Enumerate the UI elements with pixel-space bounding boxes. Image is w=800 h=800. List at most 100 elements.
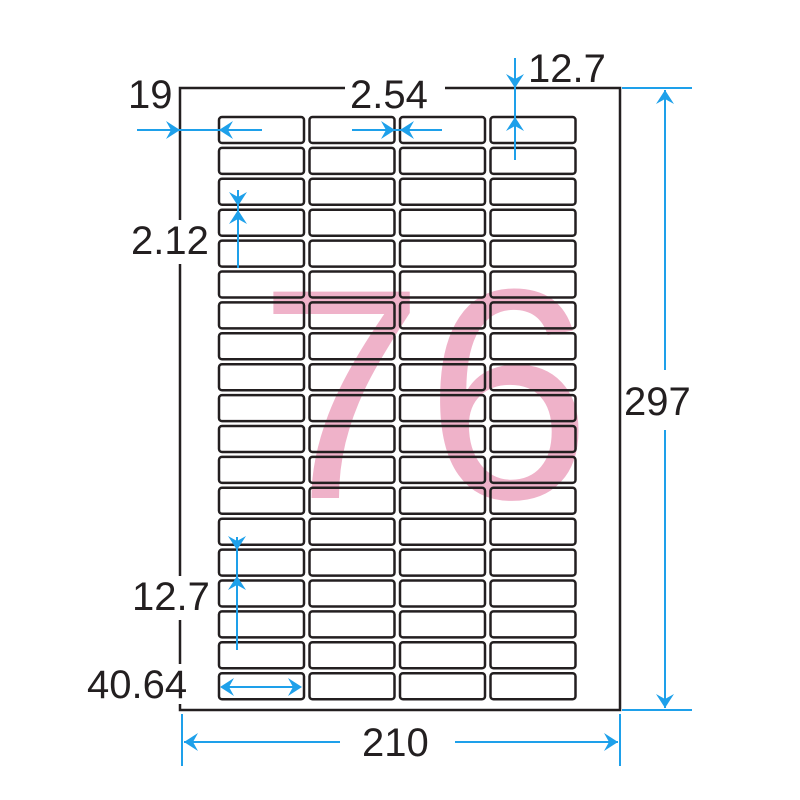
top-margin-label: 12.7 (528, 47, 606, 91)
arrowhead-icon (381, 121, 395, 139)
label-cell (308, 270, 396, 299)
label-cell (217, 146, 306, 176)
label-cell (398, 208, 487, 237)
label-cell (398, 455, 487, 485)
label-cell (308, 548, 396, 577)
label-cell (398, 641, 487, 670)
label-cell (398, 671, 487, 701)
sheet-height-label: 297 (624, 380, 691, 424)
column-gap-label: 2.54 (350, 73, 428, 117)
label-cell (489, 362, 577, 392)
label-cell (217, 671, 306, 701)
label-cell (308, 393, 396, 423)
left-margin-label: 19 (128, 73, 173, 117)
arrowhead-icon (219, 121, 233, 139)
label-cell (308, 239, 396, 268)
label-cell (308, 362, 396, 392)
label-cell (489, 332, 577, 361)
label-cell (489, 610, 577, 639)
label-cell (217, 332, 306, 361)
label-height-label: 12.7 (132, 575, 210, 619)
label-cell (489, 208, 577, 237)
label-cell (308, 208, 396, 237)
label-cell (489, 301, 577, 330)
label-cell (489, 548, 577, 577)
label-cell (398, 177, 487, 207)
label-cell (217, 548, 306, 577)
arrowhead-icon (228, 576, 246, 590)
label-cell (398, 239, 487, 268)
label-cell (217, 393, 306, 423)
arrowhead-icon (229, 192, 247, 206)
label-cell (398, 270, 487, 299)
arrowhead-icon (604, 733, 618, 751)
arrowhead-icon (220, 678, 234, 696)
arrowhead-icon (229, 210, 247, 224)
arrowhead-icon (506, 74, 524, 88)
arrowhead-icon (656, 90, 674, 104)
label-cell (398, 517, 487, 546)
label-cell (308, 146, 396, 176)
label-cell (489, 517, 577, 546)
label-cell (217, 610, 306, 639)
label-cell (398, 146, 487, 176)
label-cell (217, 641, 306, 670)
arrowhead-icon (656, 694, 674, 708)
label-cell (308, 486, 396, 516)
label-cell (398, 486, 487, 516)
arrowhead-icon (228, 536, 246, 550)
label-cell (489, 486, 577, 516)
label-cell (489, 115, 577, 145)
label-cell (217, 208, 306, 237)
label-cell (217, 239, 306, 268)
label-cell (308, 177, 396, 207)
label-cell (398, 393, 487, 423)
label-cell (308, 517, 396, 546)
sheet-width-label: 210 (362, 721, 429, 765)
label-grid (217, 115, 577, 701)
label-cell (489, 579, 577, 608)
label-cell (308, 671, 396, 701)
label-cell (489, 641, 577, 670)
label-cell (489, 239, 577, 268)
arrowhead-icon (506, 117, 524, 131)
label-cell (398, 424, 487, 454)
arrowhead-icon (184, 733, 198, 751)
label-width-label: 40.64 (87, 663, 187, 707)
label-cell (217, 424, 306, 454)
label-cell (217, 177, 306, 207)
label-cell (489, 671, 577, 701)
label-cell (489, 270, 577, 299)
label-cell (217, 362, 306, 392)
label-cell (398, 548, 487, 577)
label-cell (308, 301, 396, 330)
label-cell (308, 641, 396, 670)
arrowhead-icon (288, 678, 302, 696)
label-cell (489, 146, 577, 176)
label-cell (398, 579, 487, 608)
label-cell (308, 610, 396, 639)
label-cell (217, 579, 306, 608)
label-cell (308, 424, 396, 454)
arrowhead-icon (166, 121, 180, 139)
label-cell (217, 517, 306, 546)
label-cell (217, 455, 306, 485)
label-cell (489, 424, 577, 454)
label-cell (489, 455, 577, 485)
dimension-arrows (137, 58, 692, 766)
row-gap-label: 2.12 (131, 219, 209, 263)
label-cell (489, 177, 577, 207)
label-cell (398, 332, 487, 361)
label-cell (398, 301, 487, 330)
label-cell (398, 362, 487, 392)
label-cell (489, 393, 577, 423)
arrowhead-icon (400, 121, 414, 139)
label-cell (308, 332, 396, 361)
label-cell (217, 301, 306, 330)
label-cell (217, 270, 306, 299)
label-cell (308, 455, 396, 485)
label-cell (398, 610, 487, 639)
label-cell (217, 486, 306, 516)
label-cell (308, 579, 396, 608)
